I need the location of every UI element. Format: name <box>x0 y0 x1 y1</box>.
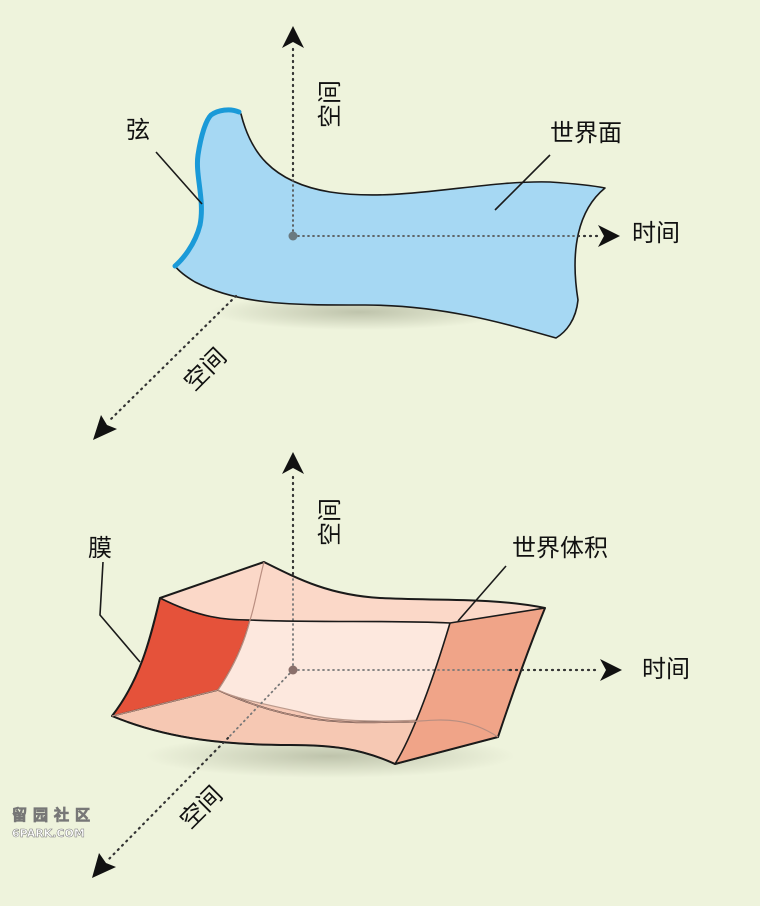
bottom-axis-down-inside <box>227 669 294 739</box>
top-origin-dot <box>288 231 298 241</box>
top-time-label: 时间 <box>632 219 680 247</box>
bottom-axis-right <box>508 659 622 681</box>
brane-right-face <box>395 608 545 764</box>
bottom-axis-down <box>92 736 230 878</box>
top-space-up-label: 空间 <box>316 80 344 128</box>
bottom-axis-up <box>282 452 304 672</box>
worldvolume-label: 世界体积 <box>512 534 608 562</box>
bottom-time-label: 时间 <box>642 655 690 683</box>
bottom-origin-dot <box>288 665 298 675</box>
string-curve <box>172 107 242 269</box>
top-axis-down <box>93 294 238 440</box>
string-leader <box>155 151 203 205</box>
brane-front-edge <box>394 622 451 765</box>
top-axis-right <box>576 225 620 247</box>
brane-hidden-edges <box>111 561 499 738</box>
brane-top-edge <box>159 597 546 624</box>
brane-label: 膜 <box>88 534 112 562</box>
bottom-space-up-label: 空间 <box>316 498 344 546</box>
brane-leader <box>99 561 141 663</box>
worldsheet-leader <box>494 154 551 211</box>
watermark: 留园社区 6PARK.COM <box>12 806 96 841</box>
brane-top-face <box>160 562 545 623</box>
string-label: 弦 <box>126 116 150 144</box>
worldvolume-leader <box>457 565 507 622</box>
bottom-space-down-label: 空间 <box>174 781 228 835</box>
worldsheet-label: 世界面 <box>550 119 622 147</box>
string-panel: 弦 世界面 时间 空间 空间 <box>93 26 680 440</box>
top-space-down-label: 空间 <box>178 343 232 397</box>
watermark-line1: 留园社区 <box>12 806 96 824</box>
watermark-line2: 6PARK.COM <box>12 827 85 840</box>
brane-panel: 膜 世界体积 时间 空间 空间 <box>88 452 690 878</box>
